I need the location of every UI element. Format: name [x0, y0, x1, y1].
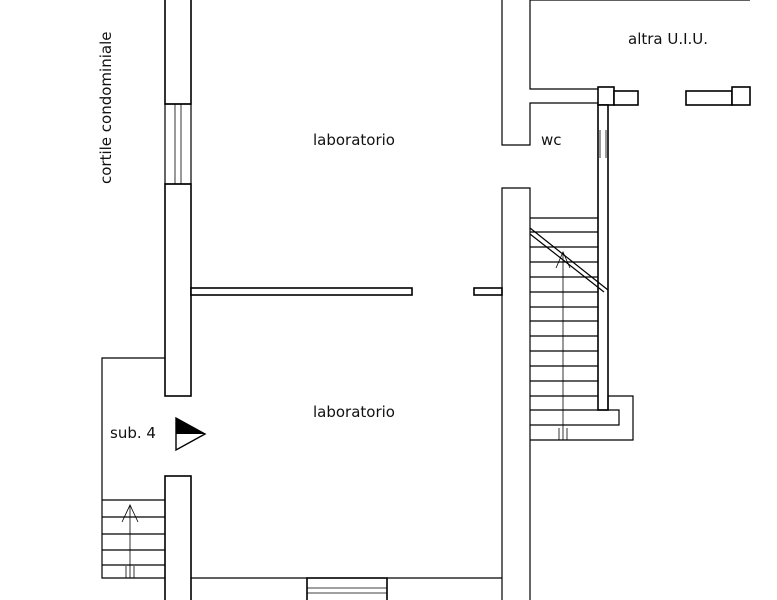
right-stair — [529, 217, 609, 440]
room-upper-label: laboratorio — [313, 131, 395, 149]
entrance-triangle-icon — [175, 416, 207, 452]
left-wall-lower — [164, 475, 192, 600]
wc-wall — [191, 0, 598, 600]
stair-right-wall — [597, 104, 609, 411]
wall-stub-d — [731, 86, 751, 106]
left-stair — [101, 357, 165, 579]
left-wall-upper — [164, 0, 192, 105]
left-wall-middle — [164, 183, 192, 397]
room-lower-label: laboratorio — [313, 403, 395, 421]
stair-direction-arrow-icon — [121, 504, 139, 578]
bottom-window — [306, 577, 388, 600]
courtyard-label: cortile condominiale — [97, 32, 115, 184]
stair-direction-arrow-icon — [555, 251, 571, 440]
partition-wall-stub — [473, 287, 503, 296]
wall-stub-c — [685, 90, 733, 106]
other-unit-label: altra U.I.U. — [628, 30, 708, 48]
wall-stub-b — [613, 90, 639, 106]
left-window — [164, 103, 192, 185]
wall-stub-a — [597, 86, 615, 106]
partition-wall — [190, 287, 413, 296]
left-wall — [164, 0, 192, 600]
right-wall — [530, 86, 751, 441]
sub-label: sub. 4 — [110, 424, 156, 442]
wc-label: wc — [541, 131, 562, 149]
